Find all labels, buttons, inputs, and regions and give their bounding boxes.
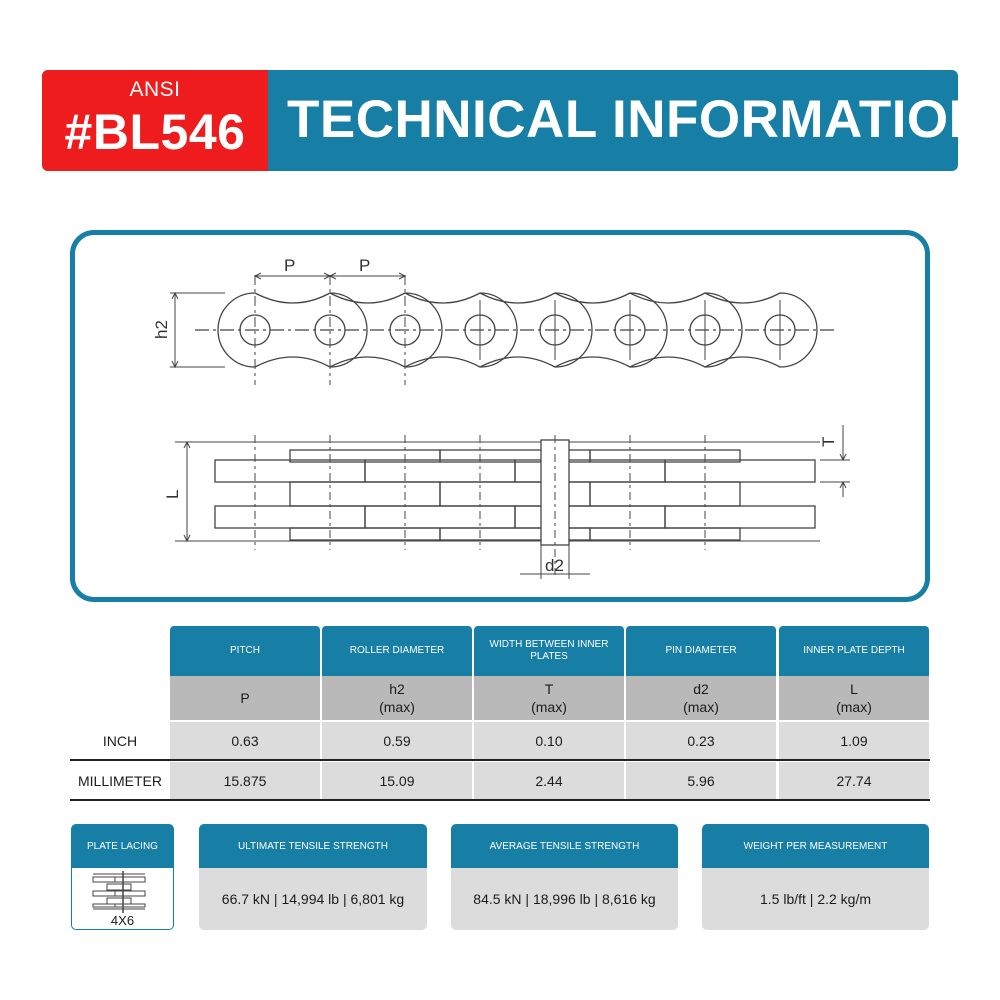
plate-lacing-icon — [92, 871, 146, 913]
table-cell: 27.74 — [779, 762, 929, 800]
table-cell: 0.10 — [474, 722, 624, 760]
symbol-text: h2 — [389, 681, 405, 697]
symbol-text: T — [544, 681, 554, 697]
table-cell: 0.23 — [626, 722, 776, 760]
plate-lacing-value: 4X6 — [110, 913, 135, 928]
chain-side-view — [175, 425, 850, 579]
symbol-qualifier: (max) — [836, 699, 872, 715]
model-badge: ANSI #BL546 — [42, 70, 268, 171]
pitch-label-2: P — [359, 256, 370, 275]
symbol-qualifier: (max) — [531, 699, 567, 715]
ultimate-tensile-header: ULTIMATE TENSILE STRENGTH — [199, 824, 427, 868]
d2-label: d2 — [545, 556, 564, 575]
col-pin-diameter-symbol: d2 (max) — [626, 676, 776, 720]
t-label: T — [819, 437, 838, 447]
col-pitch-header: PITCH — [170, 626, 320, 676]
col-plate-depth-symbol: L (max) — [779, 676, 929, 720]
plate-lacing-body: 4X6 — [71, 868, 174, 930]
chain-drawing: P P h2 — [152, 256, 850, 579]
symbol-text: L — [850, 681, 858, 697]
row-label-inch: INCH — [102, 733, 138, 749]
average-tensile-value: 84.5 kN | 18,996 lb | 8,616 kg — [451, 868, 678, 930]
col-width-symbol: T (max) — [474, 676, 624, 720]
average-tensile-header: AVERAGE TENSILE STRENGTH — [451, 824, 678, 868]
chain-diagram: P P h2 — [70, 230, 930, 602]
table-cell: 2.44 — [474, 762, 624, 800]
page-title: TECHNICAL INFORMATION — [287, 90, 958, 149]
table-cell: 15.09 — [322, 762, 472, 800]
standard-label: ANSI — [129, 78, 181, 101]
symbol-qualifier: (max) — [683, 699, 719, 715]
h2-label: h2 — [152, 320, 171, 339]
table-cell: 15.875 — [170, 762, 320, 800]
table-cell: 0.59 — [322, 722, 472, 760]
col-plate-depth-header: INNER PLATE DEPTH — [779, 626, 929, 676]
table-cell: 5.96 — [626, 762, 776, 800]
weight-value: 1.5 lb/ft | 2.2 kg/m — [702, 868, 929, 930]
row-label-millimeter: MILLIMETER — [77, 773, 162, 789]
col-roller-diameter-header: ROLLER DIAMETER — [322, 626, 472, 676]
col-roller-diameter-symbol: h2 (max) — [322, 676, 472, 720]
plate-lacing-header: PLATE LACING — [71, 824, 174, 868]
chain-top-view — [170, 272, 835, 385]
col-pin-diameter-header: PIN DIAMETER — [626, 626, 776, 676]
symbol-text: d2 — [693, 681, 709, 697]
ultimate-tensile-value: 66.7 kN | 14,994 lb | 6,801 kg — [199, 868, 427, 930]
table-cell: 1.09 — [779, 722, 929, 760]
l-label: L — [163, 490, 182, 499]
header-banner: ANSI #BL546 TECHNICAL INFORMATION — [42, 70, 958, 171]
col-pitch-symbol: P — [170, 676, 320, 720]
symbol-text: P — [240, 690, 250, 706]
weight-header: WEIGHT PER MEASUREMENT — [702, 824, 929, 868]
row-divider — [70, 759, 930, 761]
table-cell: 0.63 — [170, 722, 320, 760]
pitch-label-1: P — [284, 256, 295, 275]
symbol-qualifier: (max) — [379, 699, 415, 715]
model-number: #BL546 — [64, 104, 246, 160]
col-width-header: WIDTH BETWEEN INNER PLATES — [474, 626, 624, 676]
row-divider — [70, 799, 930, 801]
